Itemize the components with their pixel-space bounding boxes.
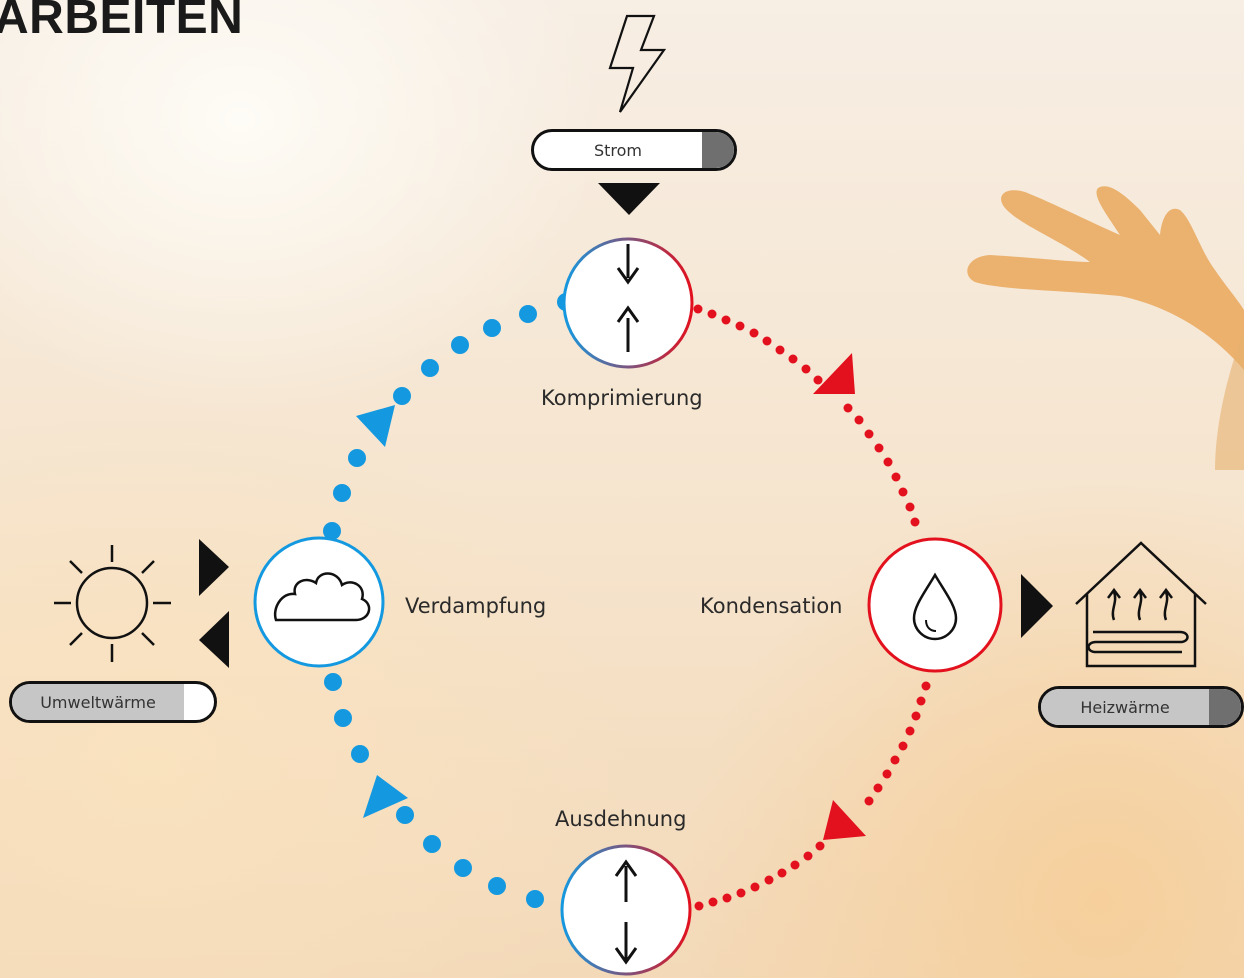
cold-flow-dot <box>519 305 537 323</box>
condensation-label: Kondensation <box>700 594 843 618</box>
cold-flow-dot <box>393 387 411 405</box>
flow-arrow-lower-left <box>363 775 408 818</box>
hot-flow-dot <box>693 304 703 314</box>
ambient-heat-label: Umweltwärme <box>40 692 156 712</box>
hot-flow-dot <box>762 336 772 346</box>
cold-flow-dot <box>334 709 352 727</box>
heating-heat-label: Heizwärme <box>1080 697 1170 717</box>
hot-flow-dot <box>916 696 926 706</box>
expand-arrows-icon <box>614 859 638 965</box>
hot-flow-dot <box>882 769 892 779</box>
cold-flow-dot <box>333 484 351 502</box>
hot-flow-dot <box>721 315 731 325</box>
expansion-label: Ausdehnung <box>555 807 687 831</box>
hot-flow-dot <box>801 364 811 374</box>
hot-flow-dot <box>873 783 883 793</box>
evaporation-node <box>253 536 385 668</box>
cold-flow-dot <box>454 859 472 877</box>
flow-arrow-upper-left <box>356 405 395 447</box>
electricity-label: Strom <box>593 140 643 160</box>
cold-flow-dot <box>423 835 441 853</box>
cold-flow-dot <box>351 745 369 763</box>
flow-arrow-upper-right <box>813 353 855 394</box>
hot-flow-dot <box>911 711 921 721</box>
hot-flow-dot <box>736 888 746 898</box>
cold-flow-dot <box>324 673 342 691</box>
heat-output-arrow <box>1021 574 1053 638</box>
droplet-icon <box>912 572 958 641</box>
hot-flow-dot <box>905 502 915 512</box>
flow-arrow-lower-right <box>823 800 866 840</box>
compression-node <box>562 237 694 369</box>
hot-flow-dot <box>694 901 704 911</box>
cold-flow-dot <box>421 359 439 377</box>
cold-flow-dot <box>396 806 414 824</box>
lightning-icon <box>608 14 667 113</box>
hand-image <box>967 186 1244 470</box>
heating-heat-pill: Heizwärme <box>1038 686 1244 728</box>
ambient-arrow-left <box>199 611 229 668</box>
expansion-node <box>560 844 692 976</box>
cold-flow-dot <box>451 336 469 354</box>
hot-flow-dot <box>843 403 853 413</box>
input-arrow-down <box>598 183 660 215</box>
hot-flow-dot <box>815 841 825 851</box>
cloud-icon <box>273 572 371 622</box>
hot-flow-dot <box>708 897 718 907</box>
hot-flow-dot <box>905 726 915 736</box>
hot-flow-dot <box>813 375 823 385</box>
hot-flow-dot <box>898 741 908 751</box>
hot-flow-dot <box>891 472 901 482</box>
hot-flow-dot <box>707 309 717 319</box>
compress-arrows-icon <box>616 244 640 352</box>
hot-flow-dot <box>921 681 931 691</box>
hot-flow-dot <box>775 345 785 355</box>
condensation-node <box>867 537 1003 673</box>
hot-flow-dot <box>883 457 893 467</box>
hot-flow-dot <box>864 796 874 806</box>
compression-label: Komprimierung <box>541 386 703 410</box>
hot-flow-dot <box>750 882 760 892</box>
cold-flow-dot <box>348 449 366 467</box>
cold-flow-dot <box>526 890 544 908</box>
hot-flow-dot <box>864 429 874 439</box>
electricity-pill: Strom <box>531 129 737 171</box>
page-title: ARBEITEN <box>0 0 244 44</box>
cold-flow-dot <box>483 319 501 337</box>
ambient-arrow-right <box>199 539 229 596</box>
hot-flow-dot <box>777 868 787 878</box>
cold-flow-dot <box>323 522 341 540</box>
house-heating-icon <box>1075 541 1207 668</box>
evaporation-label: Verdampfung <box>405 594 547 618</box>
hot-flow-dot <box>764 875 774 885</box>
hot-flow-dot <box>749 328 759 338</box>
hot-flow-dot <box>890 755 900 765</box>
sun-icon <box>54 545 171 662</box>
hot-flow-dot <box>788 354 798 364</box>
hot-flow-dot <box>722 893 732 903</box>
ambient-heat-pill: Umweltwärme <box>9 681 217 723</box>
hot-flow-dot <box>898 487 908 497</box>
hot-flow-dot <box>735 321 745 331</box>
hot-flow-dot <box>803 851 813 861</box>
hot-flow-dot <box>854 415 864 425</box>
hot-flow-dot <box>910 517 920 527</box>
cold-flow-dot <box>488 877 506 895</box>
hot-flow-dot <box>874 443 884 453</box>
hot-flow-dot <box>790 860 800 870</box>
